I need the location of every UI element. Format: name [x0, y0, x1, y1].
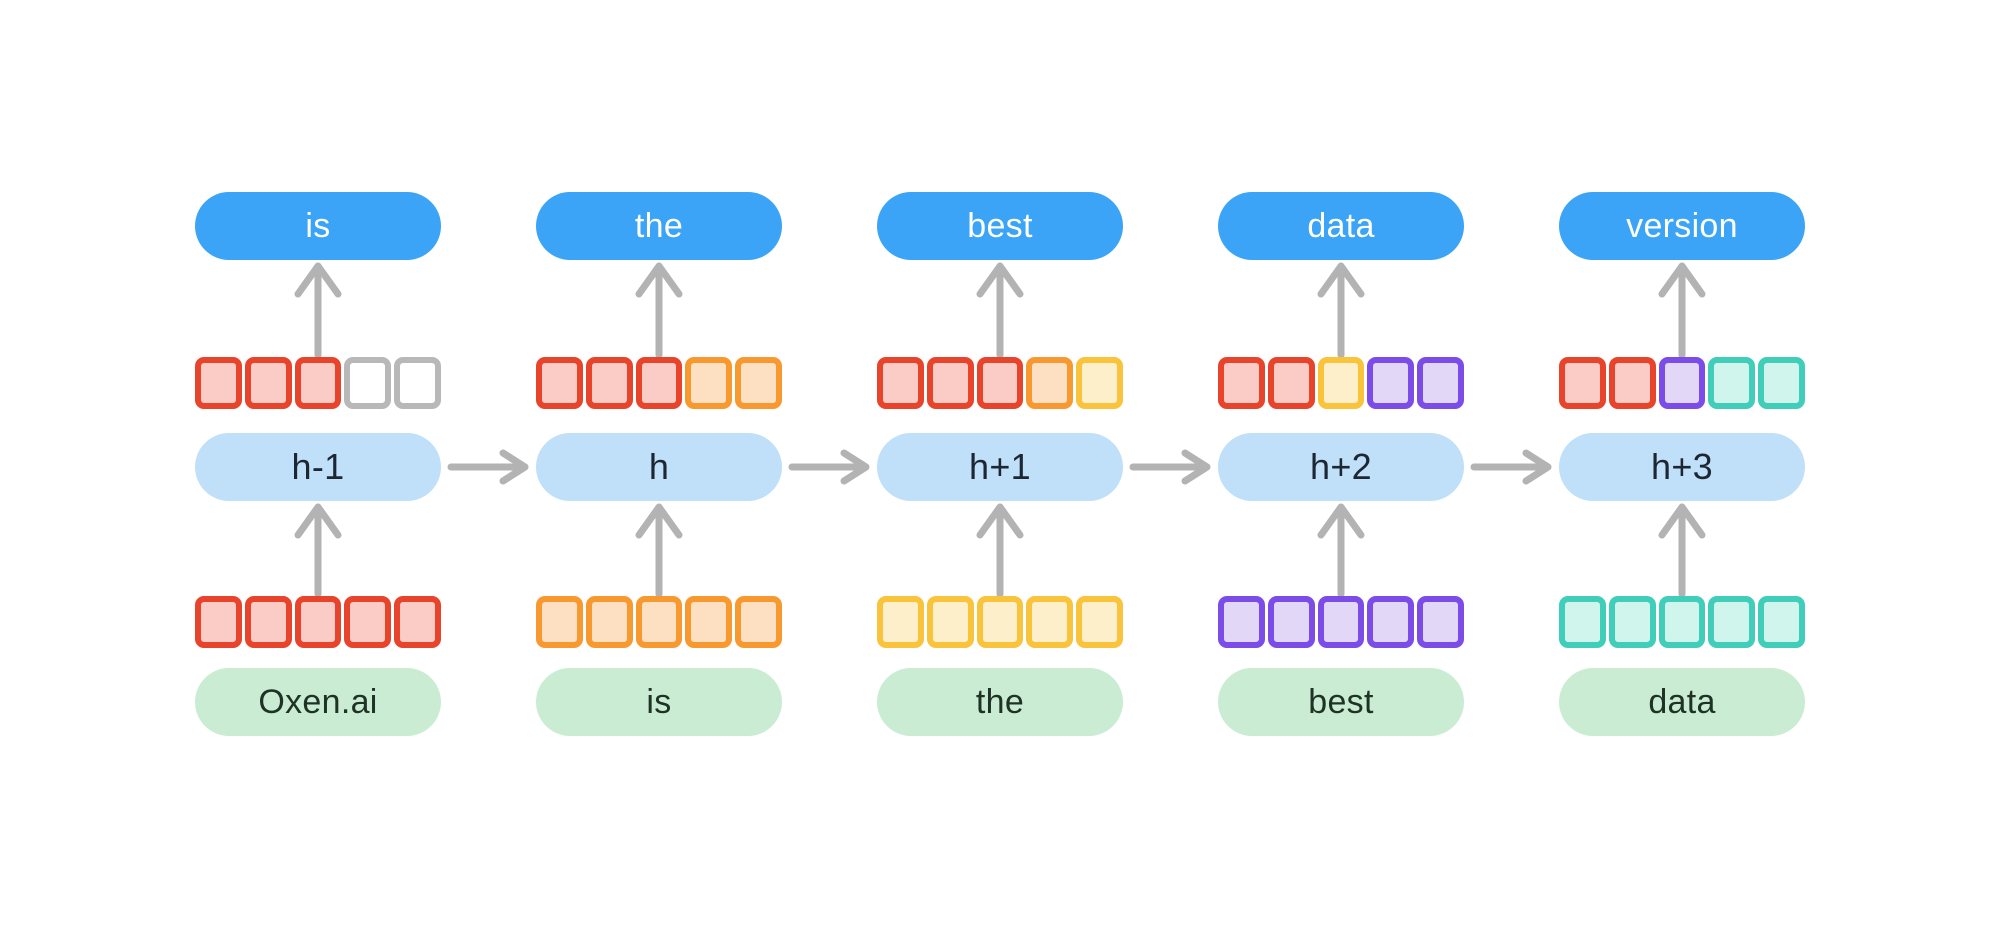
- up-arrow-icon: [1658, 262, 1706, 357]
- right-arrow-icon: [788, 449, 870, 485]
- vector-cell-red: [1267, 357, 1315, 409]
- input-word-pill: the: [877, 668, 1123, 736]
- vector-cell-orange: [685, 357, 733, 409]
- vector-cell-teal: [1658, 596, 1706, 648]
- vector-cell-purple: [1417, 357, 1464, 409]
- vector-cell-red: [877, 357, 924, 409]
- output-word-pill: best: [877, 192, 1123, 260]
- input-word-pill: data: [1559, 668, 1805, 736]
- hidden-state-pill: h+1: [877, 433, 1123, 501]
- up-arrow-icon: [1317, 503, 1365, 596]
- up-arrow-icon: [294, 503, 342, 596]
- vector-cell-red: [1608, 357, 1656, 409]
- hidden-state-vector: [536, 357, 782, 409]
- up-arrow-icon: [976, 503, 1024, 596]
- vector-cell-red: [536, 357, 583, 409]
- vector-cell-purple: [1367, 357, 1415, 409]
- input-word-pill: is: [536, 668, 782, 736]
- vector-cell-teal: [1559, 596, 1606, 648]
- vector-cell-red: [635, 357, 683, 409]
- vector-cell-purple: [1317, 596, 1365, 648]
- input-embedding-vector: [195, 596, 441, 648]
- input-word-pill: Oxen.ai: [195, 668, 441, 736]
- hidden-state-vector: [1218, 357, 1464, 409]
- input-embedding-vector: [1559, 596, 1805, 648]
- vector-cell-red: [926, 357, 974, 409]
- vector-cell-red: [294, 357, 342, 409]
- vector-cell-red: [976, 357, 1024, 409]
- timestep-column-2: the h is: [536, 192, 782, 736]
- vector-cell-red: [195, 596, 242, 648]
- right-arrow-icon: [1470, 449, 1552, 485]
- vector-cell-red: [1559, 357, 1606, 409]
- vector-cell-red: [344, 596, 392, 648]
- vector-cell-red: [585, 357, 633, 409]
- vector-cell-red: [244, 596, 292, 648]
- vector-cell-empty: [344, 357, 392, 409]
- up-arrow-icon: [294, 262, 342, 357]
- up-arrow-icon: [1658, 503, 1706, 596]
- up-arrow-icon: [635, 262, 683, 357]
- vector-cell-teal: [1608, 596, 1656, 648]
- vector-cell-orange: [735, 596, 782, 648]
- vector-cell-orange: [1026, 357, 1074, 409]
- vector-cell-yellow: [1026, 596, 1074, 648]
- output-word-pill: the: [536, 192, 782, 260]
- timestep-column-5: version h+3 data: [1559, 192, 1805, 736]
- vector-cell-red: [1218, 357, 1265, 409]
- hidden-state-vector: [1559, 357, 1805, 409]
- vector-cell-teal: [1758, 596, 1805, 648]
- vector-cell-teal: [1758, 357, 1805, 409]
- vector-cell-orange: [685, 596, 733, 648]
- input-embedding-vector: [877, 596, 1123, 648]
- timestep-column-1: is h-1 Oxen.ai: [195, 192, 441, 736]
- vector-cell-yellow: [976, 596, 1024, 648]
- vector-cell-purple: [1218, 596, 1265, 648]
- hidden-state-pill: h-1: [195, 433, 441, 501]
- vector-cell-red: [294, 596, 342, 648]
- vector-cell-yellow: [1076, 357, 1123, 409]
- up-arrow-icon: [1317, 262, 1365, 357]
- hidden-state-pill: h+2: [1218, 433, 1464, 501]
- vector-cell-yellow: [1076, 596, 1123, 648]
- right-arrow-icon: [1129, 449, 1211, 485]
- vector-cell-orange: [735, 357, 782, 409]
- vector-cell-red: [244, 357, 292, 409]
- input-embedding-vector: [1218, 596, 1464, 648]
- timestep-column-4: data h+2 best: [1218, 192, 1464, 736]
- right-arrow-icon: [447, 449, 529, 485]
- vector-cell-orange: [536, 596, 583, 648]
- vector-cell-red: [394, 596, 441, 648]
- vector-cell-orange: [635, 596, 683, 648]
- up-arrow-icon: [976, 262, 1024, 357]
- hidden-state-pill: h: [536, 433, 782, 501]
- vector-cell-yellow: [1317, 357, 1365, 409]
- output-word-pill: is: [195, 192, 441, 260]
- input-word-pill: best: [1218, 668, 1464, 736]
- vector-cell-red: [195, 357, 242, 409]
- vector-cell-yellow: [926, 596, 974, 648]
- timestep-column-3: best h+1 the: [877, 192, 1123, 736]
- timestep-columns: is h-1 Oxen.ai the h is best h+1 the: [195, 192, 1805, 736]
- vector-cell-purple: [1417, 596, 1464, 648]
- vector-cell-orange: [585, 596, 633, 648]
- vector-cell-purple: [1367, 596, 1415, 648]
- hidden-state-pill: h+3: [1559, 433, 1805, 501]
- vector-cell-teal: [1708, 357, 1756, 409]
- vector-cell-yellow: [877, 596, 924, 648]
- output-word-pill: data: [1218, 192, 1464, 260]
- hidden-state-vector: [877, 357, 1123, 409]
- vector-cell-empty: [394, 357, 441, 409]
- up-arrow-icon: [635, 503, 683, 596]
- vector-cell-purple: [1658, 357, 1706, 409]
- vector-cell-purple: [1267, 596, 1315, 648]
- hidden-state-vector: [195, 357, 441, 409]
- vector-cell-teal: [1708, 596, 1756, 648]
- input-embedding-vector: [536, 596, 782, 648]
- output-word-pill: version: [1559, 192, 1805, 260]
